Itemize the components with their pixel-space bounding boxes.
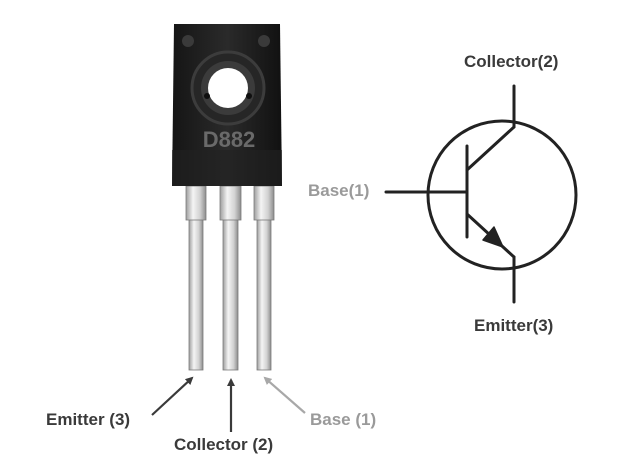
mounting-dot <box>182 35 194 47</box>
arrow-base <box>263 376 306 414</box>
npn-symbol <box>384 84 578 304</box>
transistor-leads <box>185 185 275 371</box>
pin-arrows <box>151 376 306 432</box>
collector-diagonal <box>465 125 516 172</box>
pin-label-collector: Collector (2) <box>174 435 274 454</box>
arrow-emitter <box>151 376 194 416</box>
mounting-hole <box>208 68 248 108</box>
pin-label-emitter: Emitter (3) <box>46 410 131 429</box>
symbol-circle <box>426 119 578 271</box>
mounting-dot <box>258 35 270 47</box>
transistor-package: D882 <box>172 24 282 371</box>
pin-label-base: Base (1) <box>310 410 377 429</box>
emitter-arrow <box>482 226 504 248</box>
symbol-label-emitter: Emitter(3) <box>474 316 554 335</box>
symbol-label-collector: Collector(2) <box>464 52 559 71</box>
symbol-label-base: Base(1) <box>308 181 370 200</box>
part-marking: D882 <box>203 127 256 152</box>
